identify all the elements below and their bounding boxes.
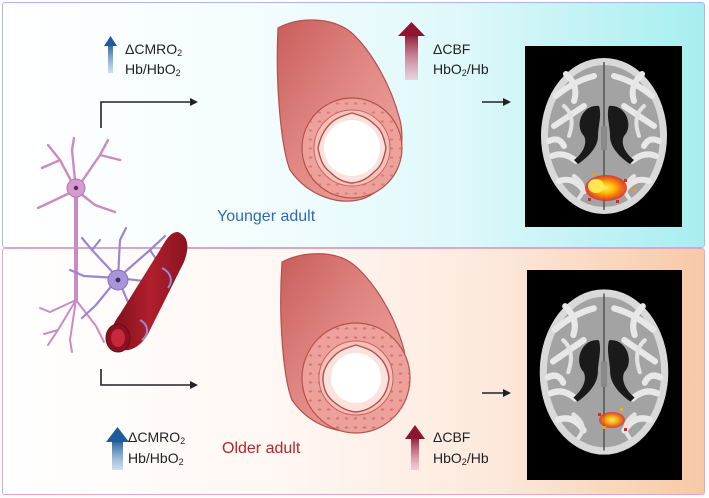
younger-adult-label: Younger adult <box>217 208 316 225</box>
hbo-ratio-label-young: HbO2/Hb <box>433 61 489 78</box>
hbo-ratio-label-old: HbO2/Hb <box>433 450 489 467</box>
hb-ratio-label-old: Hb/HbO2 <box>128 450 184 467</box>
flow-arrow-icon <box>100 369 198 389</box>
older-adult-label: Older adult <box>222 440 301 457</box>
flow-arrow-icon <box>482 389 511 397</box>
cmro2-label-old: ΔCMRO2 <box>128 429 186 446</box>
flow-arrow-icon <box>482 98 511 106</box>
activation-map-icon <box>585 173 636 203</box>
blood-vessel-icon <box>276 19 403 202</box>
blood-vessel-icon <box>280 253 411 434</box>
up-arrow-icon <box>104 36 117 73</box>
up-arrow-icon <box>398 22 425 80</box>
cbf-label-young: ΔCBF <box>433 41 471 57</box>
neuron-icon <box>36 136 122 353</box>
activation-map-icon <box>598 408 627 431</box>
brain-mri-icon <box>527 270 682 480</box>
cbf-label-old: ΔCBF <box>433 429 471 445</box>
flow-arrow-icon <box>100 98 198 128</box>
up-arrow-icon <box>405 425 425 470</box>
blood-vessel-icon <box>105 232 188 353</box>
cmro2-label-young: ΔCMRO2 <box>125 41 183 58</box>
hb-ratio-label-young: Hb/HbO2 <box>125 61 181 78</box>
up-arrow-icon <box>106 427 129 470</box>
